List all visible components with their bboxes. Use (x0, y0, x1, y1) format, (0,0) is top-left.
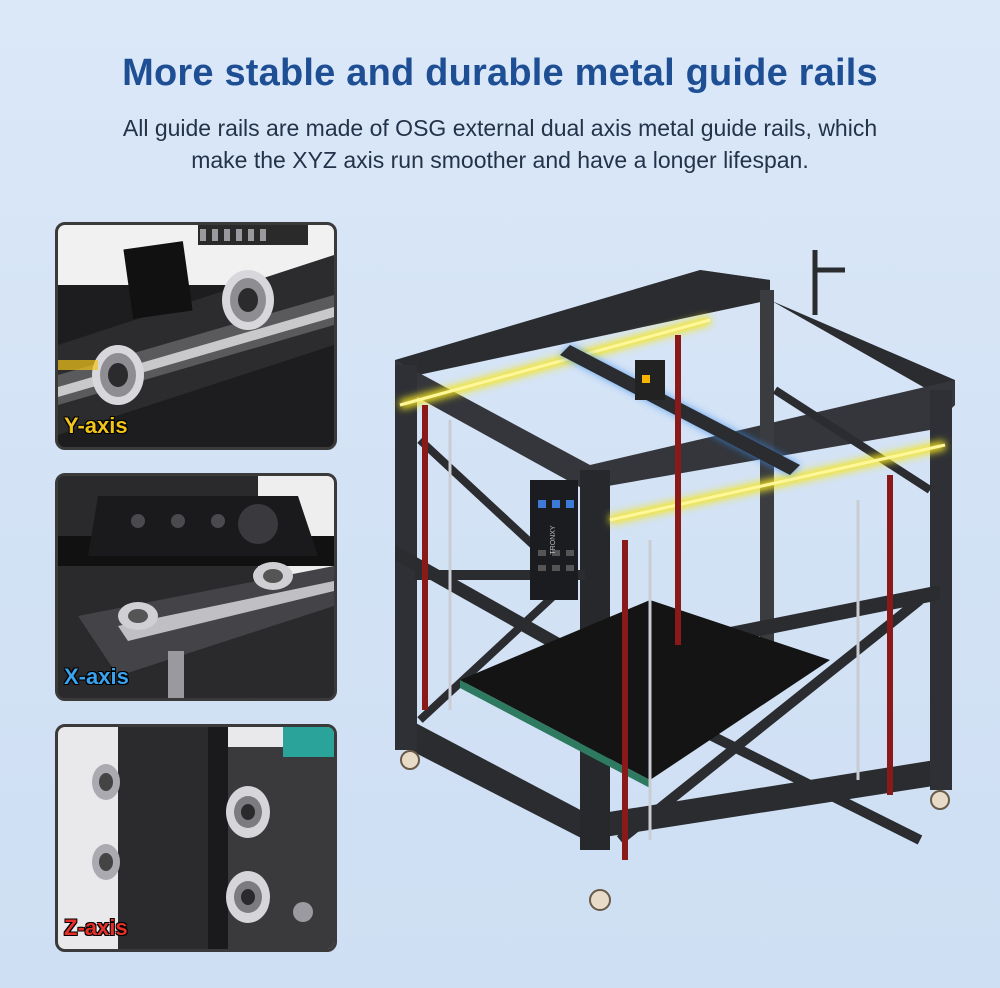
y-axis-label: Y-axis (64, 413, 128, 438)
z-axis-label: Z-axis (64, 915, 128, 940)
z-axis-closeup-panel: Z-axis (55, 724, 337, 952)
z-axis-closeup-image (58, 727, 334, 949)
z-axis-rail-glow (419, 335, 896, 860)
print-bed (460, 600, 830, 780)
description-line-1: All guide rails are made of OSG external… (122, 115, 878, 141)
caster-wheels (400, 750, 950, 911)
x-axis-closeup-image (58, 476, 334, 698)
x-axis-closeup-panel: X-axis (55, 473, 337, 701)
y-axis-closeup-image (58, 225, 334, 447)
page-description: All guide rails are made of OSG external… (60, 112, 940, 176)
y-axis-rail-glow (398, 315, 946, 525)
printer-illustration: TRONXY (395, 250, 955, 911)
x-axis-label: X-axis (64, 664, 129, 689)
description-line-2: make the XYZ axis run smoother and have … (191, 147, 809, 173)
page-title: More stable and durable metal guide rail… (122, 52, 878, 94)
screen-brand-text: TRONXY (550, 525, 557, 555)
upright-front-right (930, 390, 952, 790)
y-axis-closeup-panel: Y-axis (55, 222, 337, 450)
